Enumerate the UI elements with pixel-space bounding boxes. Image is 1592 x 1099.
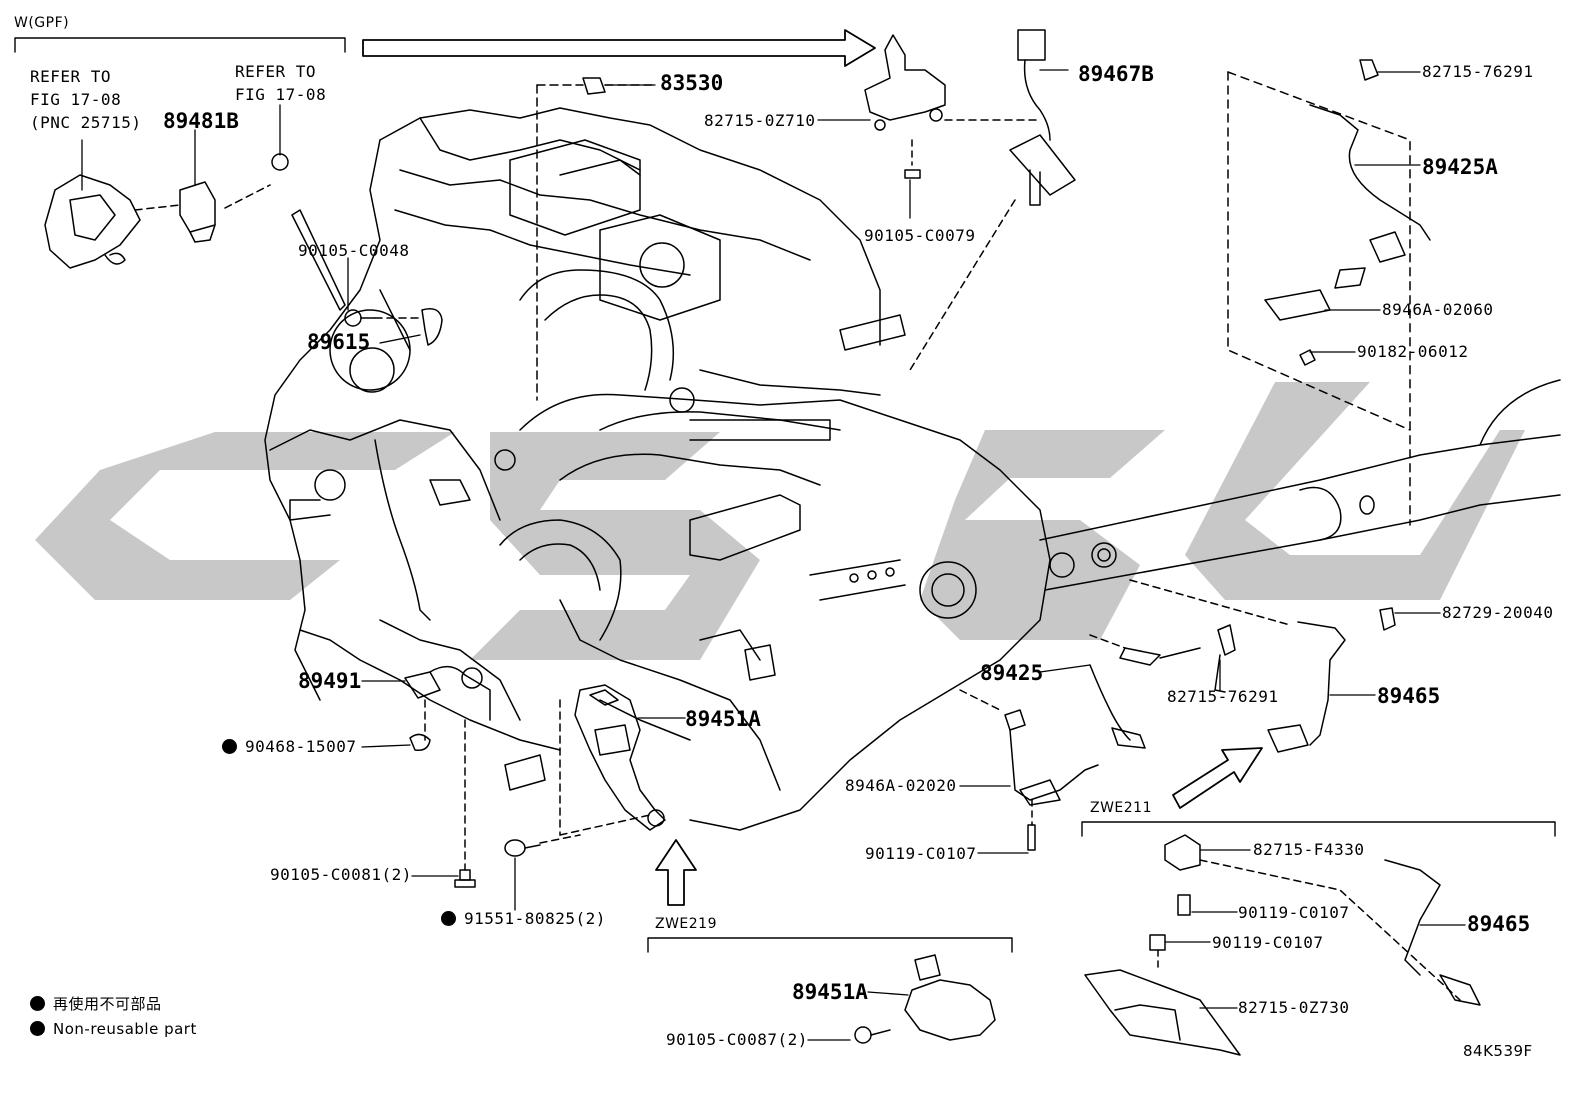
section-brackets bbox=[14, 37, 1556, 953]
refer-note-left-line3: (PNC 25715) bbox=[30, 113, 142, 132]
legend-english: Non-reusable part bbox=[30, 1020, 197, 1038]
part-label-82715-76291-top: 82715-76291 bbox=[1422, 62, 1534, 81]
refer-note-left: REFER TO FIG 17-08 (PNC 25715) bbox=[30, 68, 141, 132]
direction-arrows bbox=[362, 29, 1263, 906]
part-label-8946a-02020: 8946A-02020 bbox=[845, 776, 957, 795]
part-label-90105-c0048: 90105-C0048 bbox=[298, 241, 410, 260]
refer-note-left-line1: REFER TO bbox=[30, 67, 112, 86]
legend-dot-icon bbox=[30, 1021, 45, 1036]
legend-dot-icon bbox=[30, 996, 45, 1011]
part-label-89481b: 89481B bbox=[163, 109, 239, 133]
part-label-89451a-bottom: 89451A bbox=[792, 980, 868, 1004]
part-label-89615: 89615 bbox=[307, 330, 371, 354]
part-label-90119-c0107-b: 90119-C0107 bbox=[1238, 903, 1350, 922]
part-label-89467b: 89467B bbox=[1078, 62, 1154, 86]
refer-note-right: REFER TO FIG 17-08 bbox=[235, 63, 326, 104]
part-label-89425a: 89425A bbox=[1422, 155, 1498, 179]
part-label-90105-c0079: 90105-C0079 bbox=[864, 226, 976, 245]
part-label-82715-0z710: 82715-0Z710 bbox=[704, 111, 816, 130]
part-label-90468-15007: 90468-15007 bbox=[222, 738, 356, 756]
small-parts bbox=[44, 29, 1481, 1056]
refer-note-left-line2: FIG 17-08 bbox=[30, 90, 122, 109]
part-label-89491: 89491 bbox=[298, 669, 362, 693]
part-number-91551-80825: 91551-80825(2) bbox=[464, 909, 606, 928]
non-reusable-dot-icon bbox=[222, 739, 237, 754]
non-reusable-dot-icon bbox=[441, 911, 456, 926]
part-label-90105-c0081: 90105-C0081(2) bbox=[270, 865, 412, 884]
part-label-82729-20040: 82729-20040 bbox=[1442, 603, 1554, 622]
legend-english-text: Non-reusable part bbox=[53, 1020, 197, 1038]
part-label-90105-c0087: 90105-C0087(2) bbox=[666, 1030, 808, 1049]
part-label-82715-0z730: 82715-0Z730 bbox=[1238, 998, 1350, 1017]
part-label-89451a-main: 89451A bbox=[685, 707, 761, 731]
section-label-gpf: W(GPF) bbox=[14, 15, 70, 31]
section-label-zwe219: ZWE219 bbox=[655, 916, 718, 932]
legend-japanese: 再使用不可部品 bbox=[30, 995, 162, 1013]
refer-note-right-line2: FIG 17-08 bbox=[235, 85, 327, 104]
watermark-logo bbox=[35, 382, 1525, 660]
part-label-8946a-02060: 8946A-02060 bbox=[1382, 300, 1494, 319]
part-label-83530: 83530 bbox=[660, 71, 724, 95]
part-label-82715-76291-mid: 82715-76291 bbox=[1167, 687, 1279, 706]
figure-code: 84K539F bbox=[1463, 1042, 1533, 1060]
part-label-82715-f4330: 82715-F4330 bbox=[1253, 840, 1365, 859]
part-label-89465-bottom: 89465 bbox=[1467, 912, 1531, 936]
legend-japanese-text: 再使用不可部品 bbox=[53, 995, 162, 1013]
part-label-90182-06012: 90182-06012 bbox=[1357, 342, 1469, 361]
leader-lines bbox=[81, 69, 1466, 1041]
part-label-90119-c0107-a: 90119-C0107 bbox=[865, 844, 977, 863]
refer-note-right-line1: REFER TO bbox=[235, 62, 317, 81]
part-label-89465-mid: 89465 bbox=[1377, 684, 1441, 708]
part-label-90119-c0107-c: 90119-C0107 bbox=[1212, 933, 1324, 952]
part-label-89425: 89425 bbox=[980, 661, 1044, 685]
part-label-91551-80825: 91551-80825(2) bbox=[441, 910, 606, 928]
part-number-90468-15007: 90468-15007 bbox=[245, 737, 357, 756]
engine-assembly bbox=[264, 84, 1561, 831]
section-label-zwe211: ZWE211 bbox=[1090, 800, 1153, 816]
